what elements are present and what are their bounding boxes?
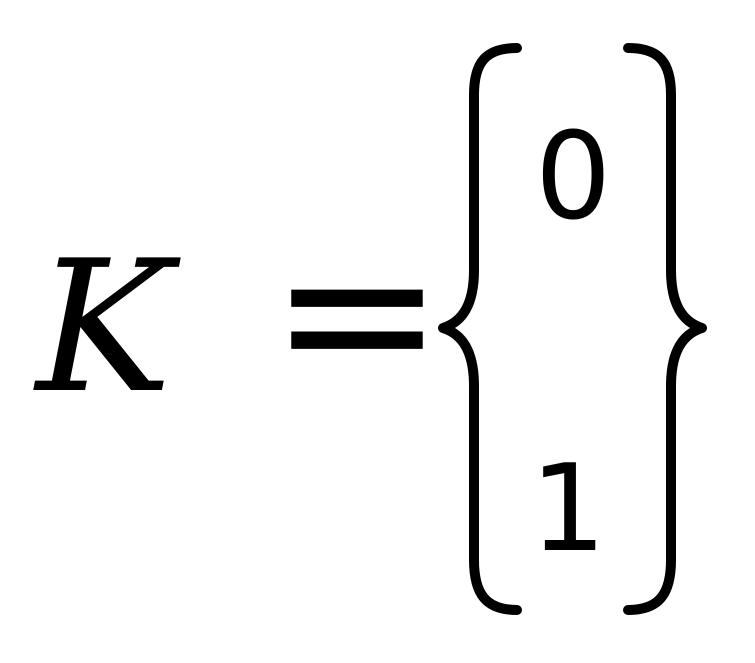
equals-sign: = (269, 190, 445, 435)
right-brace (623, 43, 707, 615)
variable-k: K (36, 221, 172, 433)
left-brace (438, 43, 522, 615)
set-entry-0: 0 (535, 108, 612, 247)
set-entry-1: 1 (530, 440, 607, 579)
